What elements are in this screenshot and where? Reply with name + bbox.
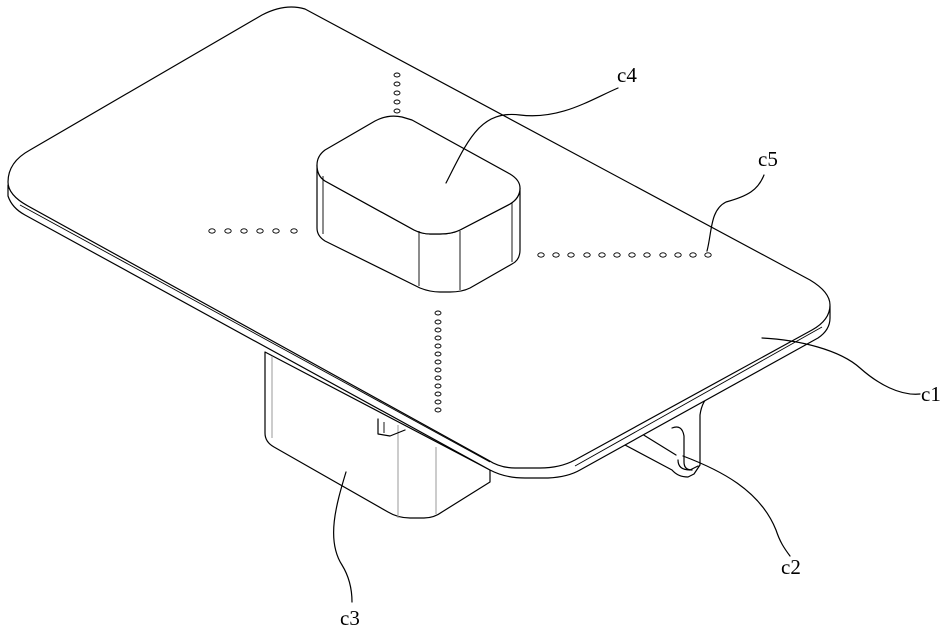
label-c1: c1 (921, 382, 941, 406)
label-c4: c4 (617, 63, 637, 87)
leader-c3 (334, 472, 352, 602)
leader-c2 (683, 456, 790, 556)
label-c5: c5 (758, 147, 778, 171)
label-c2: c2 (781, 555, 801, 579)
label-c3: c3 (340, 606, 360, 629)
